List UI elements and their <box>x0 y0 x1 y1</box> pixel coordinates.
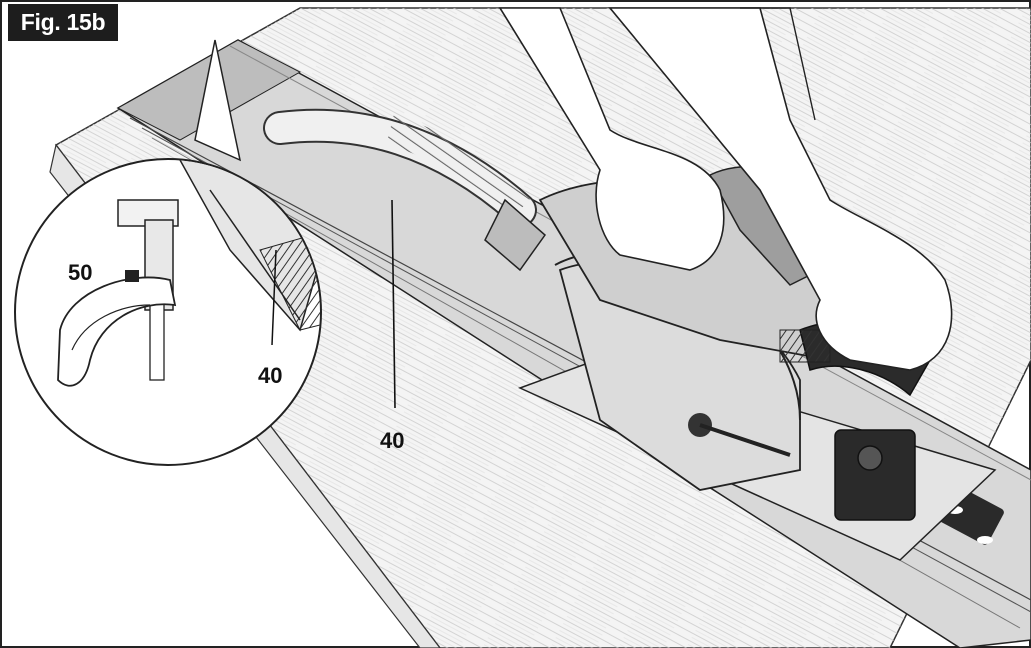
operator-hands <box>498 7 953 371</box>
callout-inset-lever: 50 <box>68 260 93 285</box>
callout-inset-hose: 40 <box>258 363 283 388</box>
callout-hose: 40 <box>380 428 405 453</box>
dust-extraction-hose <box>263 108 547 272</box>
leader-line-inset-hose <box>271 249 277 346</box>
detail-inset <box>14 39 322 466</box>
leader-line-hose <box>391 199 396 409</box>
figure-label: Fig. 15b <box>8 4 118 41</box>
